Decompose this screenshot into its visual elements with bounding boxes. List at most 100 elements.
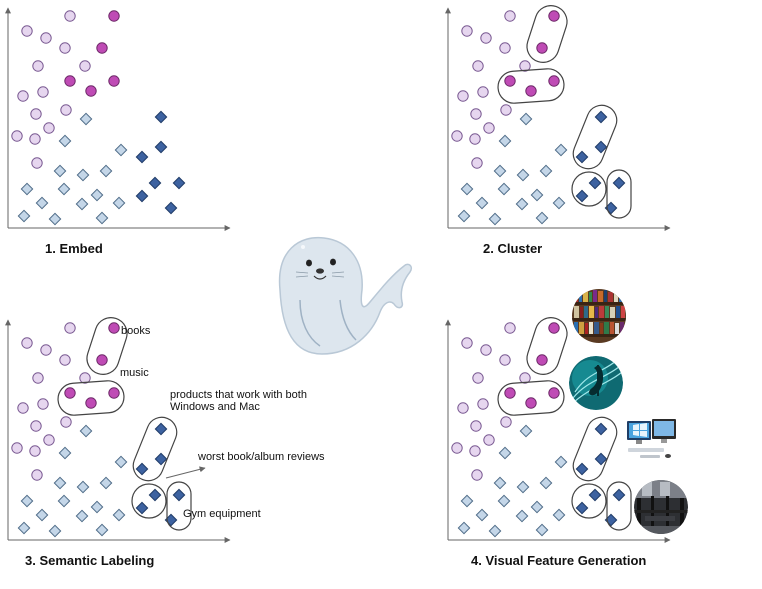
embedding-point [59,42,71,54]
embedding-diamond [35,508,49,522]
embedding-diamond [475,196,489,210]
highlighted-point [96,42,108,54]
embedding-point [457,90,469,102]
highlighted-diamond [594,452,608,466]
embedding-point [461,337,473,349]
embedding-diamond [535,523,549,537]
embedding-diamond [475,508,489,522]
embedding-diamond [530,188,544,202]
cluster-outlines [497,317,632,531]
highlighted-diamond [172,176,186,190]
highlighted-point [108,75,120,87]
highlighted-diamond [135,501,149,515]
embedding-diamond [539,164,553,178]
label-software-line1: products that work with both [170,389,307,401]
embedding-diamond [75,197,89,211]
embedding-diamond [530,500,544,514]
panel-caption: 3. Semantic Labeling [25,553,154,568]
embedding-diamond [552,196,566,210]
embedding-diamond [99,164,113,178]
embedding-diamond [79,112,93,126]
embedding-diamond [516,168,530,182]
embedding-diamond [554,143,568,157]
embedding-diamond [17,209,31,223]
highlighted-point [548,322,560,334]
embedding-point [472,372,484,384]
highlighted-diamond [164,201,178,215]
embedding-diamond [114,143,128,157]
embedding-point [43,434,55,446]
embedding-point [477,86,489,98]
embedding-points [11,322,186,538]
embedding-diamond [488,212,502,226]
embedding-diamond [17,521,31,535]
highlighted-diamond [135,462,149,476]
reviews-arrow [165,466,206,479]
embedding-diamond [112,196,126,210]
highlighted-point [548,387,560,399]
highlighted-diamond [588,488,602,502]
embedding-point [32,372,44,384]
panel-caption: 2. Cluster [483,241,542,256]
embedding-point [60,416,72,428]
embedding-point [17,402,29,414]
embedding-point [480,344,492,356]
embedding-point [40,32,52,44]
embedding-point [457,402,469,414]
cluster-outline-reviews [131,483,167,519]
highlighted-diamond [594,422,608,436]
embedding-diamond [515,197,529,211]
cluster-outline-music [497,380,565,416]
cluster-outline-gym [606,169,632,219]
bookshelf-photo [572,289,626,343]
embedding-point [31,469,43,481]
embedding-point [472,60,484,72]
highlighted-diamond [154,422,168,436]
embedding-point [499,42,511,54]
cluster-outline-books [86,317,128,375]
embedding-point [11,130,23,142]
highlighted-diamond [154,452,168,466]
embedding-diamond [519,112,533,126]
highlighted-diamond [575,501,589,515]
computer-photo [625,419,676,464]
highlighted-point [525,397,537,409]
highlighted-diamond [154,140,168,154]
cluster-outlines [57,317,192,531]
embedding-point [30,108,42,120]
embedding-diamond [493,476,507,490]
cluster-outline-music [497,68,565,104]
highlighted-diamond [148,176,162,190]
axes [445,319,671,543]
embedding-point [470,420,482,432]
embedding-points [451,322,626,538]
cluster-outline-software [572,104,618,170]
highlighted-diamond [154,110,168,124]
embedding-point [504,10,516,22]
highlighted-point [536,42,548,54]
embedding-diamond [20,182,34,196]
embedding-diamond [75,509,89,523]
embedding-diamond [498,134,512,148]
embedding-point [471,157,483,169]
highlighted-diamond [588,176,602,190]
embedding-diamond [519,424,533,438]
music-note-photo [569,356,623,410]
embedding-point [11,442,23,454]
embedding-point [59,354,71,366]
highlighted-diamond [594,110,608,124]
axes [5,319,231,543]
embedding-diamond [20,494,34,508]
embedding-point [470,108,482,120]
embedding-point [79,372,91,384]
highlighted-diamond [575,189,589,203]
embedding-diamond [90,500,104,514]
label-books: books [121,325,151,337]
highlighted-diamond [135,150,149,164]
label-gym: Gym equipment [183,508,261,520]
embedding-point [79,60,91,72]
embedding-diamond [99,476,113,490]
embedding-diamond [48,524,62,538]
embedding-diamond [498,446,512,460]
